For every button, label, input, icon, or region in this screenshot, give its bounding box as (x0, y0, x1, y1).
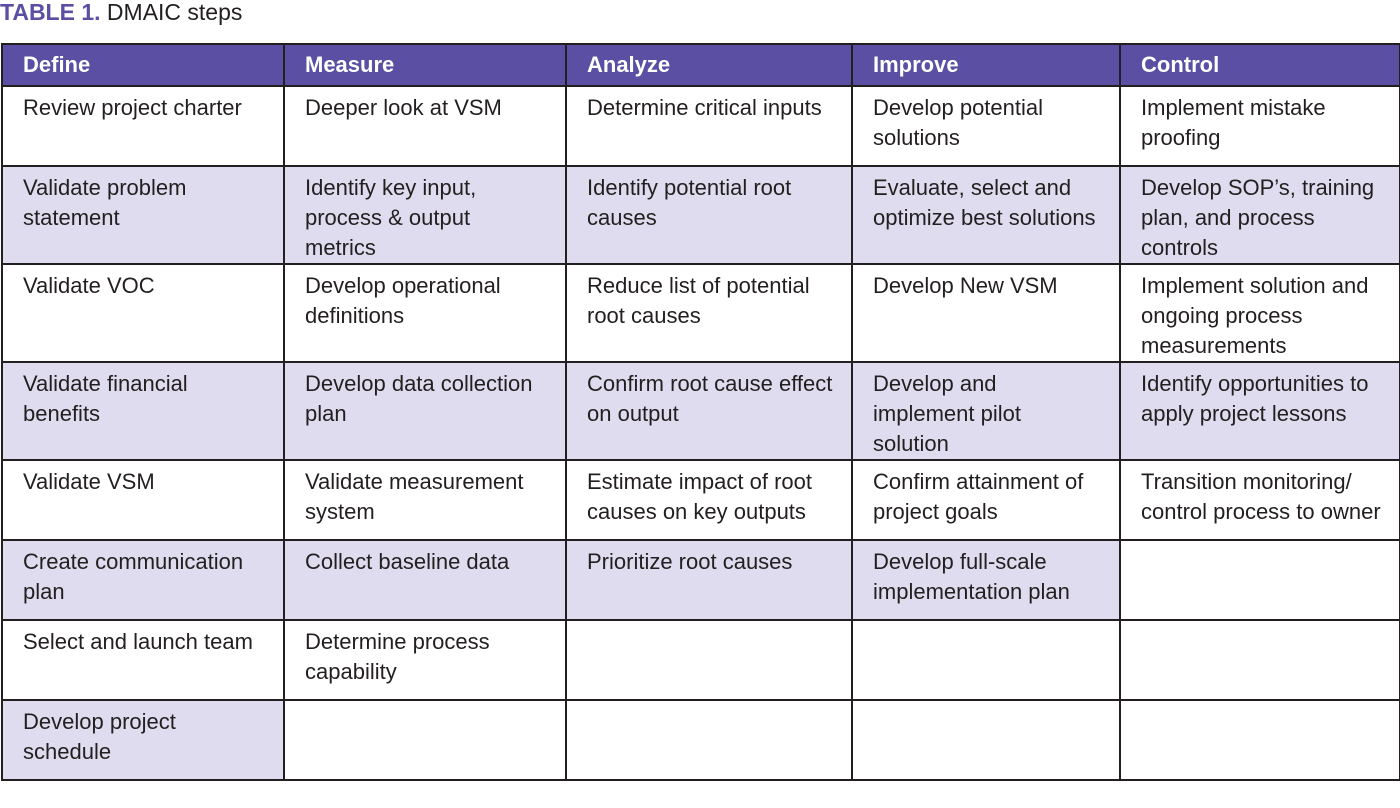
table-cell-empty (1119, 699, 1400, 781)
table-cell-empty (565, 699, 853, 781)
caption-label: TABLE 1. (0, 0, 101, 25)
table-cell: Confirm root cause effect on output (565, 361, 853, 461)
table-row: Validate problem statement Identify key … (1, 165, 1400, 265)
table-cell-empty (565, 619, 853, 701)
table-cell-empty (851, 619, 1121, 701)
table-caption: TABLE 1. DMAIC steps (0, 0, 242, 30)
table-row: Validate financial benefits Develop data… (1, 361, 1400, 461)
table-cell-empty (1119, 539, 1400, 621)
table-cell: Develop project schedule (1, 699, 285, 781)
table-cell: Develop full-scale implementation plan (851, 539, 1121, 621)
table-cell: Develop potential solutions (851, 85, 1121, 167)
caption-title: DMAIC steps (106, 0, 243, 25)
table-cell: Review project charter (1, 85, 285, 167)
header-define: Define (1, 43, 285, 87)
table-cell: Validate VSM (1, 459, 285, 541)
table-cell-empty (1119, 619, 1400, 701)
table-cell-empty (851, 699, 1121, 781)
table-cell: Reduce list of potential root causes (565, 263, 853, 363)
table-cell: Develop data collection plan (283, 361, 567, 461)
table-cell: Develop operational definitions (283, 263, 567, 363)
table-cell: Confirm attainment of project goals (851, 459, 1121, 541)
table-cell: Evaluate, select and optimize best solut… (851, 165, 1121, 265)
table-cell: Determine process capability (283, 619, 567, 701)
table-row: Develop project schedule (1, 699, 1400, 781)
table-cell: Validate VOC (1, 263, 285, 363)
table-cell: Validate measurement system (283, 459, 567, 541)
header-row: Define Measure Analyze Improve Control (1, 43, 1400, 87)
table-row: Select and launch team Determine process… (1, 619, 1400, 701)
table-cell: Develop SOP’s, training plan, and proces… (1119, 165, 1400, 265)
table-cell: Implement solution and ongoing process m… (1119, 263, 1400, 363)
table-row: Validate VSM Validate measurement system… (1, 459, 1400, 541)
table-cell: Estimate impact of root causes on key ou… (565, 459, 853, 541)
table-cell: Select and launch team (1, 619, 285, 701)
header-control: Control (1119, 43, 1400, 87)
table-cell: Prioritize root causes (565, 539, 853, 621)
table-cell: Determine critical inputs (565, 85, 853, 167)
header-improve: Improve (851, 43, 1121, 87)
table-row: Review project charter Deeper look at VS… (1, 85, 1400, 167)
table-cell: Identify opportunities to apply project … (1119, 361, 1400, 461)
table-cell-empty (283, 699, 567, 781)
table-row: Create communication plan Collect baseli… (1, 539, 1400, 621)
table-row: Validate VOC Develop operational definit… (1, 263, 1400, 363)
header-analyze: Analyze (565, 43, 853, 87)
header-measure: Measure (283, 43, 567, 87)
table-cell: Implement mistake proofing (1119, 85, 1400, 167)
table-cell: Identify key input, process & output met… (283, 165, 567, 265)
table-cell: Develop New VSM (851, 263, 1121, 363)
table-cell: Deeper look at VSM (283, 85, 567, 167)
table-cell: Identify potential root causes (565, 165, 853, 265)
dmaic-table: Define Measure Analyze Improve Control R… (1, 43, 1400, 781)
table-cell: Validate financial benefits (1, 361, 285, 461)
table-cell: Develop and implement pilot solution (851, 361, 1121, 461)
table-cell: Transition monitoring/ control process t… (1119, 459, 1400, 541)
table-cell: Validate problem statement (1, 165, 285, 265)
table-cell: Collect baseline data (283, 539, 567, 621)
table-cell: Create communication plan (1, 539, 285, 621)
